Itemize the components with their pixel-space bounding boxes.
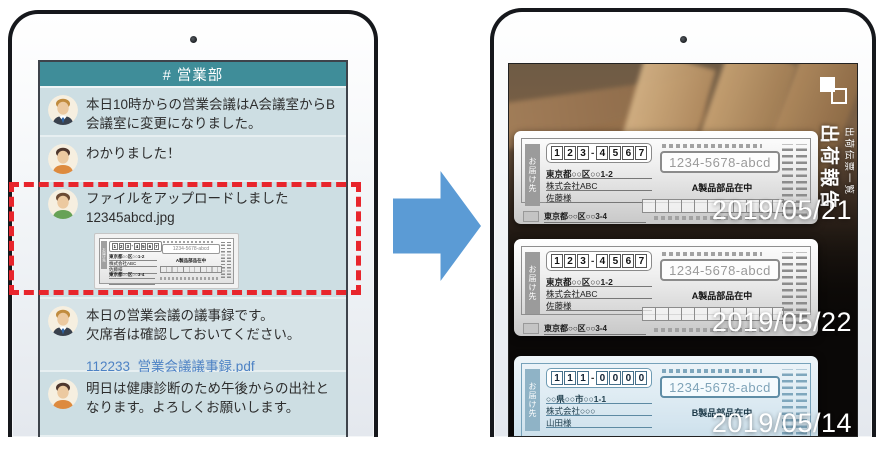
package-contents: A製品部品在中 bbox=[691, 183, 753, 193]
sender-address: 東京都○○区○○3-4 bbox=[109, 272, 155, 279]
avatar-man-blond-suit-icon bbox=[48, 95, 78, 125]
photo-date-overlay: 2019/05/21 bbox=[711, 195, 852, 225]
tablet-left: # 営業部 本日10時からの営業会議はA会議室からB会議室に変更になりました。 … bbox=[8, 10, 378, 437]
blank-cell-row bbox=[642, 307, 784, 321]
chat-message-row: わかりました！ bbox=[40, 137, 346, 182]
recipient-tag: お届け先 bbox=[101, 241, 107, 270]
recipient-name: 山田様 bbox=[546, 416, 652, 428]
message-text: わかりました！ bbox=[86, 146, 181, 161]
recipient-address: ○○県○○市○○1-1 bbox=[546, 392, 652, 404]
avatar-man-blond-suit-icon bbox=[48, 306, 78, 336]
tracking-number: 1234-5678-abcd bbox=[660, 376, 780, 398]
dotted-strip bbox=[662, 252, 762, 256]
dotted-strip bbox=[654, 328, 772, 332]
package-contents: B製品部品在中 bbox=[691, 408, 753, 418]
perforation-marks bbox=[782, 144, 807, 216]
chat-screen: # 営業部 本日10時からの営業会議はA会議室からB会議室に変更になりました。 … bbox=[38, 60, 348, 437]
recipient-tag: お届け先 bbox=[525, 369, 540, 431]
photo-date-overlay: 2019/05/14 bbox=[711, 408, 852, 437]
page-title-vertical: 出荷報告 bbox=[818, 124, 839, 213]
recipient-name: 佐藤様 bbox=[546, 191, 652, 203]
perforation-marks bbox=[221, 242, 231, 279]
perforation-marks bbox=[782, 369, 807, 436]
dotted-strip bbox=[662, 369, 762, 373]
recipient-company: 株式会社ABC bbox=[546, 287, 652, 299]
front-camera-dot bbox=[680, 36, 687, 43]
blank-line bbox=[109, 279, 155, 286]
avatar-man-orange-shirt-icon bbox=[48, 144, 78, 174]
sender-box bbox=[523, 323, 539, 334]
pdf-file-link[interactable]: 112233_営業会議議事録.pdf bbox=[86, 359, 255, 375]
message-text: 明日は健康診断のため午後からの出社となります。よろしくお願いします。 bbox=[86, 381, 329, 416]
sender-address: 東京都○○区○○3-4 bbox=[544, 323, 646, 335]
avatar-man-orange-shirt-icon bbox=[48, 379, 78, 409]
chat-message-row: 本日の営業会議の議事録です。 欠席者は確認しておいてください。 112233_営… bbox=[40, 299, 346, 374]
message-text-line2: 欠席者は確認しておいてください。 bbox=[86, 327, 301, 343]
page-subtitle-vertical: 出荷伝票一覧 bbox=[843, 127, 854, 197]
dotted-strip bbox=[654, 216, 772, 220]
layers-icon[interactable] bbox=[820, 77, 847, 104]
recipient-tag: お届け先 bbox=[525, 252, 540, 314]
package-contents: A製品部品在中 bbox=[175, 258, 207, 264]
avatar-man-green-shirt-icon bbox=[48, 189, 78, 219]
message-text: 本日10時からの営業会議はA会議室からB会議室に変更になりました。 bbox=[86, 97, 336, 132]
dotted-strip bbox=[160, 277, 218, 281]
recipient-address: 東京都○○区○○1-2 bbox=[109, 254, 157, 261]
chat-message-row: 明日は健康診断のため午後からの出社となります。よろしくお願いします。 bbox=[40, 372, 346, 437]
recipient-name: 佐藤様 bbox=[109, 267, 157, 274]
recipient-company: 株式会社ABC bbox=[546, 179, 652, 191]
recipient-tag: お届け先 bbox=[525, 144, 540, 206]
transition-arrow-icon bbox=[393, 171, 481, 281]
dotted-strip bbox=[163, 241, 215, 244]
message-text-line1: 本日の営業会議の議事録です。 bbox=[86, 308, 274, 323]
tracking-number: 1234-5678-abcd bbox=[660, 259, 780, 281]
blank-cell-row bbox=[160, 266, 222, 274]
front-camera-dot bbox=[190, 36, 197, 43]
recipient-name: 佐藤様 bbox=[546, 299, 652, 311]
recipient-address: 東京都○○区○○1-2 bbox=[546, 275, 652, 287]
chat-channel-header: # 営業部 bbox=[40, 62, 346, 88]
recipient-company: 株式会社○○○ bbox=[546, 404, 652, 416]
dotted-strip bbox=[662, 144, 762, 148]
recipient-address: 東京都○○区○○1-2 bbox=[546, 167, 652, 179]
blank-cell-row bbox=[642, 199, 784, 213]
perforation-marks bbox=[782, 252, 807, 324]
tracking-number: 1234-5678-abcd bbox=[660, 151, 780, 173]
sender-address: 東京都○○区○○3-4 bbox=[544, 211, 646, 223]
chat-channel-title: # 営業部 bbox=[162, 67, 224, 84]
photo-date-overlay: 2019/05/22 bbox=[711, 307, 852, 337]
tracking-number: 1234-5678-abcd bbox=[162, 244, 220, 255]
package-contents: A製品部品在中 bbox=[691, 291, 753, 301]
chat-message-row: 本日10時からの営業会議はA会議室からB会議室に変更になりました。 bbox=[40, 88, 346, 137]
upload-message-line1: ファイルをアップロードしました bbox=[86, 191, 289, 206]
sender-box bbox=[523, 211, 539, 222]
recipient-company: 株式会社ABC bbox=[109, 261, 157, 268]
uploaded-file-name: 12345abcd.jpg bbox=[86, 210, 175, 226]
